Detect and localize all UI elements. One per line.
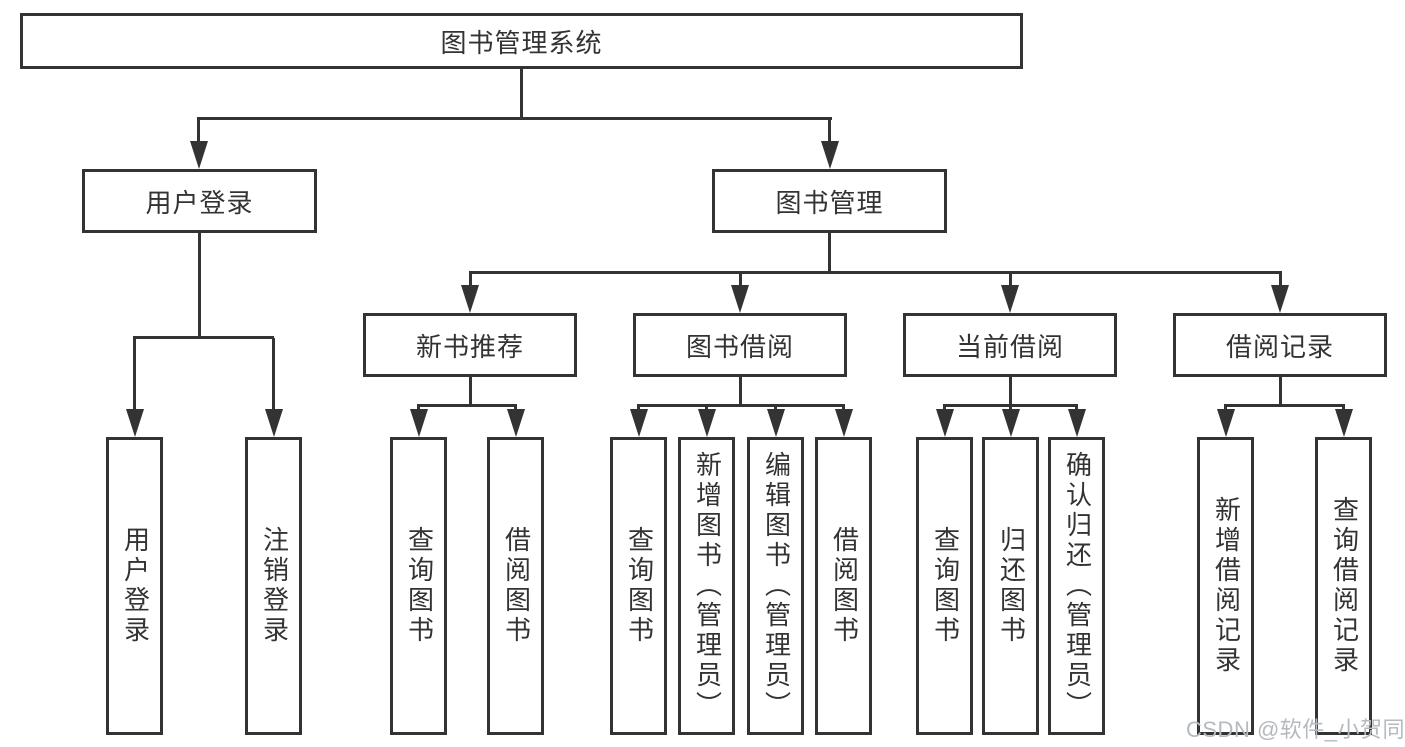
arrowhead-down-icon [936,409,954,437]
arrowhead-down-icon [1068,409,1086,437]
arrowhead-down-icon [190,141,208,169]
connector-root-stem [520,69,523,119]
leaf-add-books-admin: 新增图书（管理员） [678,437,735,735]
leaf-edit-books-admin: 编辑图书（管理员） [747,437,804,735]
leaf-user-login-label: 用户登录 [120,526,151,646]
leaf-borrow-books-recommend: 借阅图书 [487,437,544,735]
arrowhead-down-icon [767,409,785,437]
connector-drop-login-leaf [133,338,136,410]
node-book-management-label: 图书管理 [775,187,884,218]
leaf-borrow-books: 借阅图书 [815,437,872,735]
connector-drop-logout-leaf [272,338,275,410]
leaf-logout: 注销登录 [245,437,302,735]
arrowhead-down-icon [630,409,648,437]
leaf-return-books: 归还图书 [982,437,1039,735]
node-library-management-system: 图书管理系统 [20,13,1023,69]
leaf-add-books-admin-label: 新增图书（管理员） [692,451,723,721]
arrowhead-down-icon [1271,285,1289,313]
arrowhead-down-icon [1335,409,1353,437]
arrowhead-down-icon [410,409,428,437]
connector-drop-current-borrow [1009,273,1012,287]
arrowhead-down-icon [1217,409,1235,437]
node-book-borrow-label: 图书借阅 [685,331,794,362]
connector-drop-new-book [469,273,472,287]
connector-current-borrow-stem [1009,377,1012,406]
node-book-borrow: 图书借阅 [633,313,847,377]
connector-borrow-records-rail [1224,404,1345,407]
leaf-query-books-borrow: 查询图书 [610,437,667,735]
connector-drop-borrow-records [1279,273,1282,287]
connector-book-management-stem [828,233,831,273]
leaf-query-books-recommend: 查询图书 [390,437,447,735]
connector-new-book-stem [469,377,472,406]
leaf-confirm-return-admin: 确认归还（管理员） [1048,437,1105,735]
leaf-borrow-books-label: 借阅图书 [829,526,860,646]
connector-user-login-stem [198,233,201,339]
connector-book-borrow-stem [739,377,742,406]
leaf-logout-label: 注销登录 [259,526,290,646]
leaf-user-login: 用户登录 [106,437,163,735]
leaf-query-books-recommend-label: 查询图书 [404,526,435,646]
connector-drop-book-borrow [739,273,742,287]
node-library-management-system-label: 图书管理系统 [440,27,603,58]
leaf-add-borrow-record-label: 新增借阅记录 [1211,496,1242,676]
watermark-text: CSDN @软件_小贺同学 [1186,717,1405,742]
node-current-borrow: 当前借阅 [903,313,1117,377]
arrowhead-down-icon [1001,285,1019,313]
node-user-login-label: 用户登录 [145,187,254,218]
leaf-query-books-borrow-label: 查询图书 [624,526,655,646]
connector-drop-user-login [197,119,200,144]
arrowhead-down-icon [126,409,144,437]
connector-book-borrow-rail [637,404,845,407]
arrowhead-down-icon [1002,409,1020,437]
connector-borrow-records-stem [1279,377,1282,406]
leaf-query-books-current-label: 查询图书 [930,526,961,646]
leaf-query-borrow-record: 查询借阅记录 [1315,437,1372,735]
leaf-return-books-label: 归还图书 [996,526,1027,646]
connector-root-rail [197,117,832,120]
arrowhead-down-icon [507,409,525,437]
leaf-query-books-current: 查询图书 [916,437,973,735]
arrowhead-down-icon [835,409,853,437]
connector-new-book-rail [417,404,517,407]
leaf-borrow-books-recommend-label: 借阅图书 [501,526,532,646]
connector-book-management-rail [469,271,1282,274]
arrowhead-down-icon [698,409,716,437]
arrowhead-down-icon [461,285,479,313]
connector-current-borrow-rail [943,404,1078,407]
node-user-login: 用户登录 [82,169,317,233]
node-borrow-records-label: 借阅记录 [1225,331,1334,362]
leaf-query-borrow-record-label: 查询借阅记录 [1329,496,1360,676]
connector-user-login-rail [133,336,274,339]
leaf-edit-books-admin-label: 编辑图书（管理员） [761,451,792,721]
arrowhead-down-icon [731,285,749,313]
node-book-management: 图书管理 [712,169,947,233]
node-new-book-recommend: 新书推荐 [363,313,577,377]
arrowhead-down-icon [821,141,839,169]
connector-drop-book-management [828,119,831,144]
node-borrow-records: 借阅记录 [1173,313,1387,377]
node-current-borrow-label: 当前借阅 [955,331,1064,362]
arrowhead-down-icon [265,409,283,437]
leaf-confirm-return-admin-label: 确认归还（管理员） [1062,451,1093,721]
leaf-add-borrow-record: 新增借阅记录 [1197,437,1254,735]
node-new-book-recommend-label: 新书推荐 [415,331,524,362]
